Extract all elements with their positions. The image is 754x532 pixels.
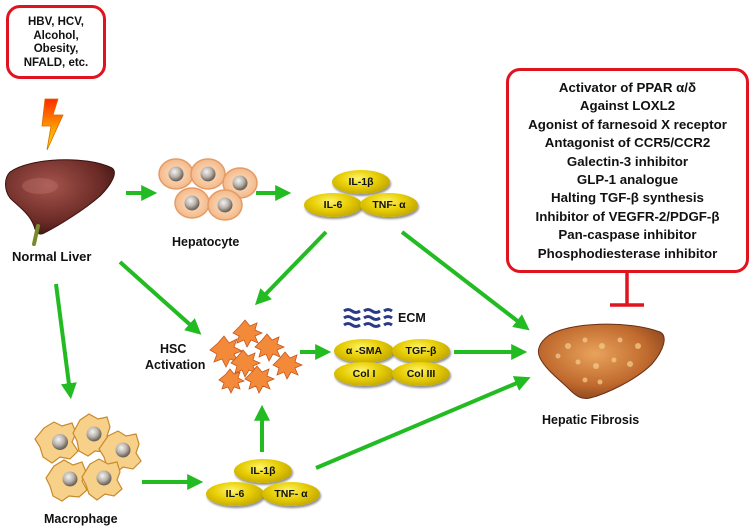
macrophage-cell (98, 430, 142, 474)
risk-factor: HBV, HCV, (27, 16, 85, 28)
hepatocyte-cell (190, 158, 226, 190)
therapy-item: Galectin-3 inhibitor (566, 153, 689, 169)
therapy-item: Pan-caspase inhibitor (558, 227, 697, 243)
asma-oval: α -SMA (334, 339, 394, 363)
activation-label: Activation (145, 358, 206, 372)
risk-factor: Alcohol, (33, 29, 79, 42)
therapies-box: Activator of PPAR α/δ Against LOXL2 Agon… (506, 68, 749, 273)
risk-factor: Obesity, (33, 43, 79, 55)
lightning-icon (41, 98, 64, 151)
normal-liver-icon (5, 159, 115, 246)
normal-liver-label: Normal Liver (12, 249, 92, 264)
pathway-arrows (54, 185, 531, 490)
macrophage-cell (45, 459, 88, 502)
hsc-label: HSC (160, 342, 187, 356)
col3-oval: Col III (392, 362, 450, 386)
arrow-cytokines-to-hsc (254, 230, 328, 306)
ecm-label: ECM (398, 311, 426, 325)
hepatocyte-cells (158, 158, 258, 221)
therapy-item: Activator of PPAR α/δ (558, 80, 697, 95)
therapy-item: Antagonist of CCR5/CCR2 (544, 135, 711, 151)
macro-il6-oval: IL-6 (206, 482, 264, 506)
therapy-item: Inhibitor of VEGFR-2/PDGF-β (535, 208, 720, 224)
macro-tnfa-oval: TNF- α (262, 482, 320, 506)
tnfa-oval: TNF- α (360, 193, 418, 217)
arrow-cytokines-to-fibrosis (400, 230, 530, 331)
tgfb-oval: TGF-β (392, 339, 450, 363)
therapy-item: Against LOXL2 (579, 98, 676, 114)
col1-oval: Col I (334, 362, 394, 386)
therapy-item: Agonist of farnesoid X receptor (528, 116, 727, 132)
macrophage-label: Macrophage (44, 512, 118, 526)
hepatocyte-cell (158, 158, 194, 190)
macrophage-cell (81, 458, 123, 501)
ecm-fibers (343, 308, 393, 328)
macro-il1b-oval: IL-1β (234, 459, 292, 483)
arrow-macrophage-cytokines-to-fibrosis (315, 376, 531, 470)
hepatocyte-cell (174, 187, 210, 219)
macrophage-cells (34, 413, 142, 502)
il6-oval: IL-6 (304, 193, 362, 217)
fibrotic-liver-icon (537, 323, 665, 399)
risk-factor: NFALD, etc. (23, 56, 89, 69)
hepatic-fibrosis-label: Hepatic Fibrosis (542, 413, 640, 427)
inhibition-marker (610, 273, 644, 307)
therapy-item: GLP-1 analogue (576, 172, 679, 188)
il1b-oval: IL-1β (332, 170, 390, 194)
therapy-item: Halting TGF-β synthesis (551, 190, 704, 206)
arrow-liver-to-hsc (118, 260, 202, 335)
risk-factors-box: HBV, HCV, Alcohol, Obesity, NFALD, etc. (6, 5, 106, 79)
hepatocyte-cell (207, 189, 243, 221)
hsc-cells (209, 319, 304, 394)
hepatocyte-label: Hepatocyte (172, 235, 240, 249)
macrophage-cell (34, 421, 79, 464)
therapy-item: Phosphodiesterase inhibitor (537, 245, 718, 261)
arrow-liver-to-macrophage (54, 283, 77, 400)
